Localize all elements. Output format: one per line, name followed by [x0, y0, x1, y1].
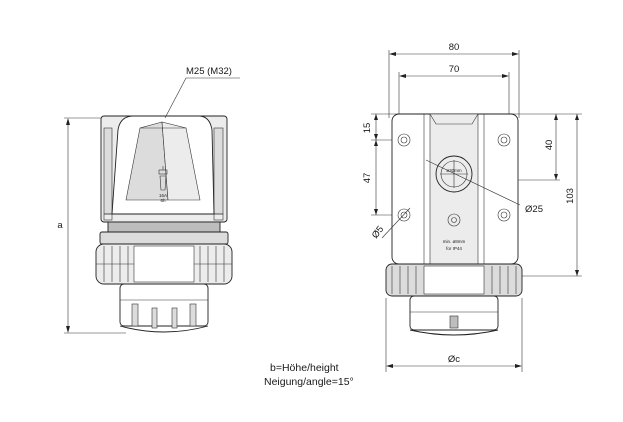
svg-text:103: 103 — [565, 188, 576, 204]
height-label: a — [57, 220, 63, 231]
width-80-dimension: 80 — [388, 42, 520, 118]
angle-note: Neigung/angle=15° — [264, 376, 354, 388]
svg-text:40: 40 — [544, 140, 555, 151]
svg-text:47: 47 — [362, 173, 373, 184]
height-note: b=Höhe/height — [270, 362, 339, 374]
right-vertical-dimensions: 40 103 — [510, 113, 582, 277]
svg-text:min. ø8mm: min. ø8mm — [443, 239, 466, 244]
front-sleeve — [409, 295, 499, 331]
svg-text:15: 15 — [362, 123, 373, 134]
svg-text:70: 70 — [449, 64, 460, 75]
rating-mark: 16A 6h — [158, 166, 168, 203]
front-view: 80 70 15 47 — [362, 42, 582, 372]
svg-text:80: 80 — [449, 42, 460, 53]
diameter-c-dimension: Øc — [385, 298, 523, 372]
cable-entry-label: M25 (M32) — [186, 66, 232, 77]
cable-gland: ø30mm Ø25 — [425, 155, 543, 215]
plug-sleeve — [119, 283, 209, 327]
cable-entry-callout: M25 (M32) — [164, 66, 240, 119]
collar — [107, 221, 221, 233]
svg-text:Øc: Øc — [448, 354, 460, 365]
side-view: a M25 (M32) 16A 6h — [57, 66, 240, 334]
svg-text:ø30mm: ø30mm — [446, 168, 462, 173]
svg-text:16A: 16A — [159, 193, 167, 198]
svg-text:for IP44: for IP44 — [446, 246, 462, 251]
svg-text:Ø5: Ø5 — [370, 224, 386, 241]
mounting-holes — [397, 133, 511, 222]
svg-text:6h: 6h — [160, 198, 166, 203]
svg-text:Ø25: Ø25 — [525, 204, 543, 215]
